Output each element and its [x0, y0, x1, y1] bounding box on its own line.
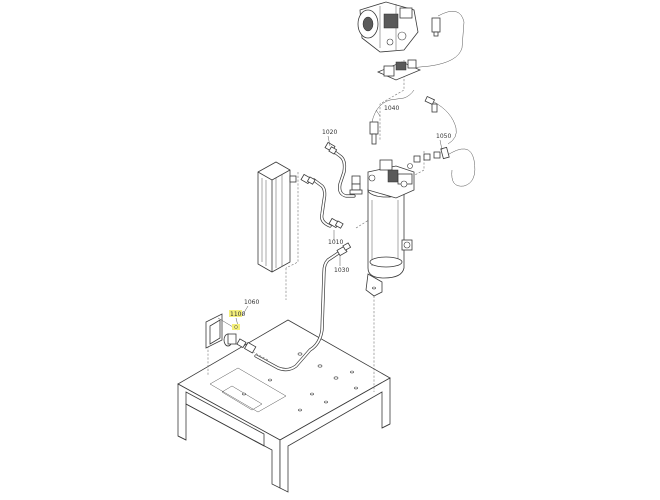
fitting-left-cooler: [300, 173, 316, 185]
callout-1100-marker-highlight: [232, 324, 240, 330]
callout-1030[interactable]: 1030: [334, 267, 349, 274]
callout-1050[interactable]: 1050: [436, 133, 451, 140]
fitting-1020: [324, 141, 338, 155]
fitting-1050-elbow: [424, 95, 438, 113]
fitting-tank-upper: [349, 175, 363, 195]
base-frame: [177, 319, 391, 493]
fitting-1010: [328, 217, 344, 229]
leader-lines: [235, 109, 443, 327]
callout-1100[interactable]: 1100: [230, 311, 245, 318]
callout-1100-highlight: [229, 310, 242, 317]
callout-labels: 1020 1040 1050 1010 1030 1060 1100: [229, 105, 451, 330]
callout-1040[interactable]: 1040: [384, 105, 399, 112]
fitting-top-right: [431, 17, 441, 37]
separator-tank: [365, 159, 415, 297]
fitting-1060: [236, 338, 257, 354]
fitting-1030: [336, 242, 352, 257]
callout-1020[interactable]: 1020: [322, 129, 337, 136]
oil-cooler: [257, 161, 297, 273]
fitting-1050-union: [413, 146, 450, 163]
fittings: [236, 17, 450, 354]
callout-1060[interactable]: 1060: [244, 299, 259, 306]
callout-1010[interactable]: 1010: [328, 239, 343, 246]
piping: [254, 10, 476, 372]
fitting-1040: [369, 121, 379, 145]
compressor-pump: [357, 1, 422, 81]
mounting-plate: [205, 313, 239, 349]
